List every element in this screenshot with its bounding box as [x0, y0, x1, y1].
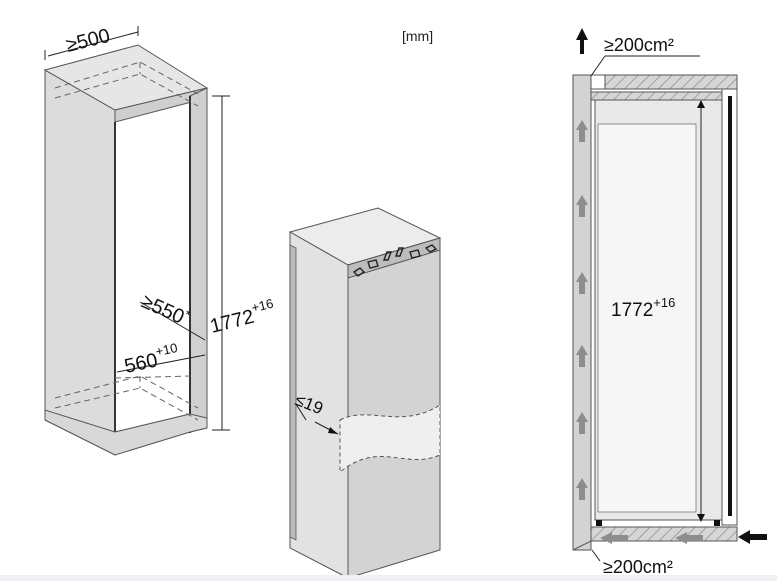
niche-height-label: 1772+16 [207, 296, 278, 338]
appliance-diagram [288, 207, 442, 579]
niche-width-label: ≥500 [64, 25, 112, 57]
unit-label: [mm] [402, 28, 434, 44]
niche-right-panel [189, 87, 208, 433]
bottom-edge-bar [0, 575, 777, 581]
bottom-vent-label: ≥200cm² [603, 557, 673, 577]
niche-inner-width-label: 560+10 [121, 340, 181, 378]
door-wave-panel [339, 404, 441, 474]
air-exhaust-arrow-icon [576, 28, 588, 54]
niche-left-panel [44, 69, 116, 456]
cabinet-height-label: 1772+16 [611, 295, 675, 321]
ventilation-diagram [572, 28, 767, 562]
niche-depth-label: ≥550* [138, 289, 193, 331]
top-vent-label: ≥200cm² [604, 35, 674, 55]
air-intake-arrow-icon [738, 530, 767, 544]
niche-diagram [43, 26, 230, 456]
